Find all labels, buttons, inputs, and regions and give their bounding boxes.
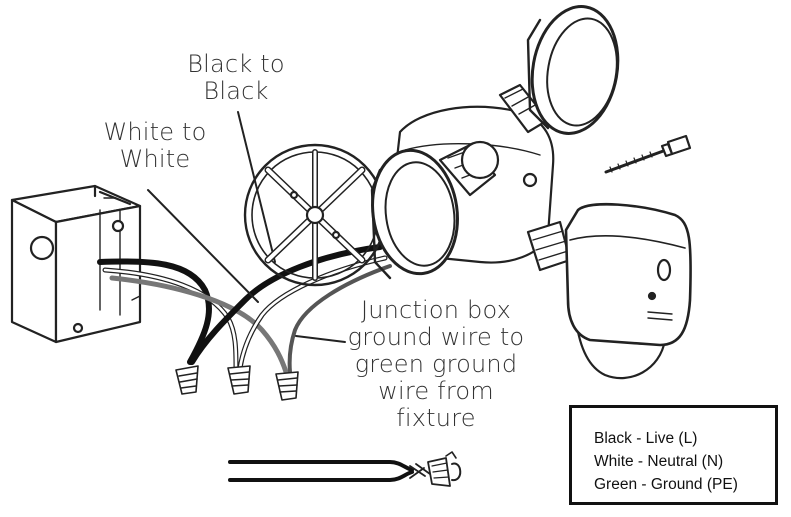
wire-nuts [175,365,299,401]
screw-icon [604,134,692,174]
wires [97,244,392,375]
label-ground-wire: Junction box ground wire to green ground… [338,297,534,432]
label-line: green ground [354,350,518,378]
wire-splice-icon [228,451,462,487]
label-line: Junction box [360,296,512,324]
camera-sensor [526,203,692,380]
legend-item-live: Black - Live (L) [594,430,698,447]
ground-screw-icon [111,219,125,233]
label-line: White to [103,118,207,146]
leader-lines [147,111,346,343]
lamp-heads [370,5,620,280]
wire-color-legend: Black - Live (L) White - Neutral (N) Gre… [569,405,778,505]
legend-item-ground: Green - Ground (PE) [594,476,738,493]
label-line: wire from fixture [378,377,494,432]
label-line: Black to [187,50,285,78]
label-white-to-white: White to White [96,119,214,173]
label-line: ground wire to [347,323,525,351]
legend-item-neutral: White - Neutral (N) [594,453,724,470]
knockout-hole [29,235,55,261]
label-black-to-black: Black to Black [176,51,296,105]
mounting-plate [243,143,387,287]
label-line: White [119,145,191,173]
junction-box [10,184,142,344]
label-line: Black [203,77,269,105]
